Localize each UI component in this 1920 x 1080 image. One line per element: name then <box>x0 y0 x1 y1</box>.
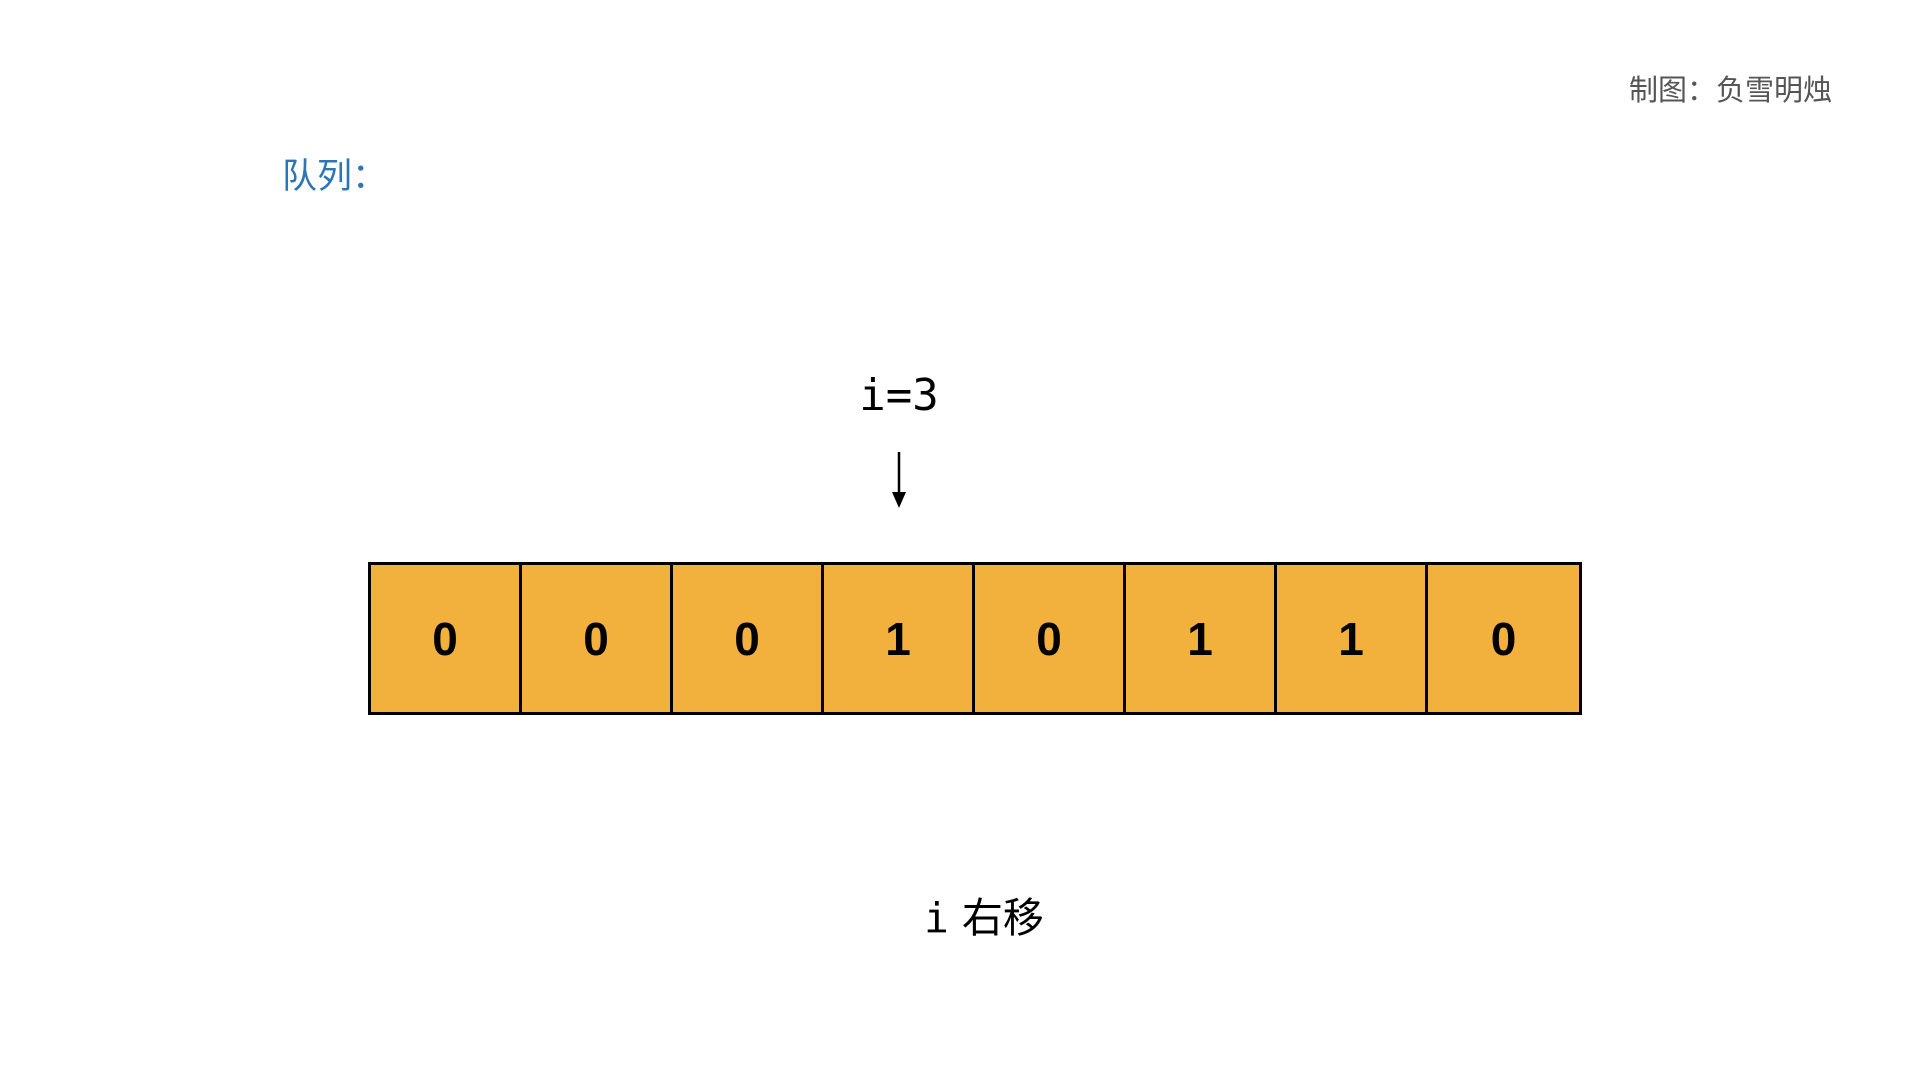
array-cell: 1 <box>824 565 975 712</box>
caption-variable: i <box>924 894 949 942</box>
down-arrow-icon <box>892 452 906 508</box>
array-cell: 0 <box>371 565 522 712</box>
array-cell: 0 <box>1490 612 1517 665</box>
pointer-label: i=3 <box>859 370 939 421</box>
author-credit: 制图：负雪明烛 <box>1628 73 1832 107</box>
queue-array: 0 0 0 1 0 1 1 0 <box>368 562 1582 715</box>
array-cell: 0 <box>522 565 673 712</box>
section-title: 队列： <box>282 157 388 197</box>
step-caption: i 右移 <box>0 898 1920 939</box>
array-cell: 0 <box>673 565 824 712</box>
array-cell: 1 <box>1126 565 1277 712</box>
array-cell: 0 <box>975 565 1126 712</box>
array-cell: 1 <box>1277 565 1428 712</box>
caption-action: 右移 <box>961 894 1044 942</box>
